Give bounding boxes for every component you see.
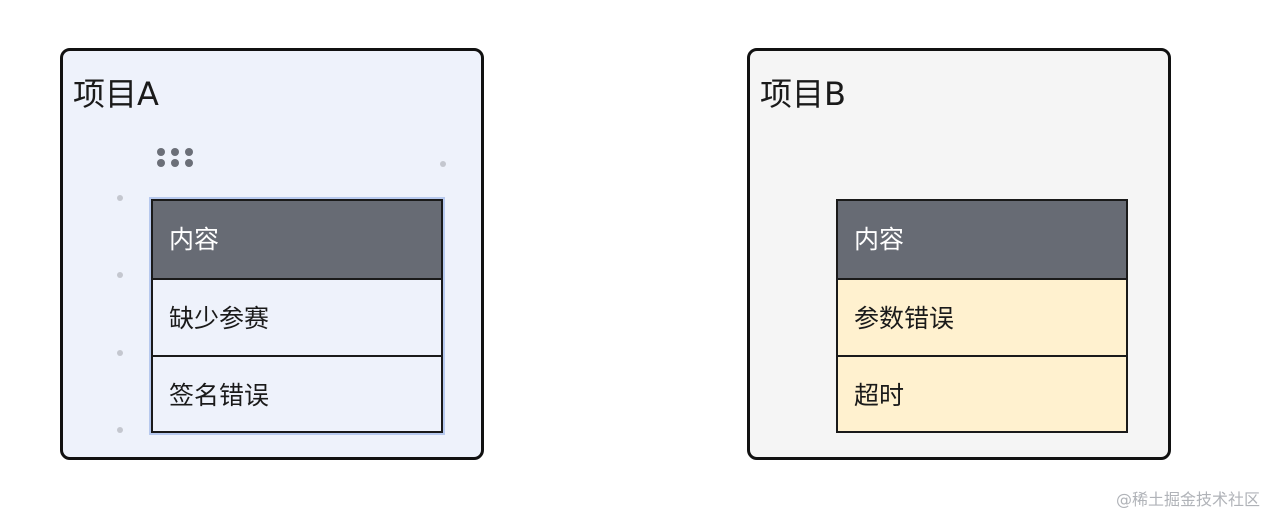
table-header: 内容 xyxy=(153,201,441,278)
table-row[interactable]: 签名错误 xyxy=(153,355,441,431)
project-b-table[interactable]: 内容 参数错误 超时 xyxy=(836,199,1128,433)
project-a-title: 项目A xyxy=(73,75,159,113)
project-b-title: 项目B xyxy=(760,75,846,113)
resize-guide-dot xyxy=(117,195,123,201)
resize-guide-dot xyxy=(117,272,123,278)
resize-guide-dot xyxy=(117,350,123,356)
resize-guide-dot xyxy=(440,161,446,167)
resize-guide-dot xyxy=(117,427,123,433)
table-row[interactable]: 缺少参赛 xyxy=(153,278,441,355)
drag-handle-icon[interactable] xyxy=(157,148,197,172)
table-row[interactable]: 参数错误 xyxy=(838,278,1126,355)
watermark: @稀土掘金技术社区 xyxy=(1115,490,1260,509)
project-a-group[interactable]: 项目A 内容 缺少参赛 签名错误 xyxy=(60,48,484,460)
project-a-table[interactable]: 内容 缺少参赛 签名错误 xyxy=(151,199,443,433)
project-b-group[interactable]: 项目B 内容 参数错误 超时 xyxy=(747,48,1171,460)
table-header: 内容 xyxy=(838,201,1126,278)
table-row[interactable]: 超时 xyxy=(838,355,1126,431)
